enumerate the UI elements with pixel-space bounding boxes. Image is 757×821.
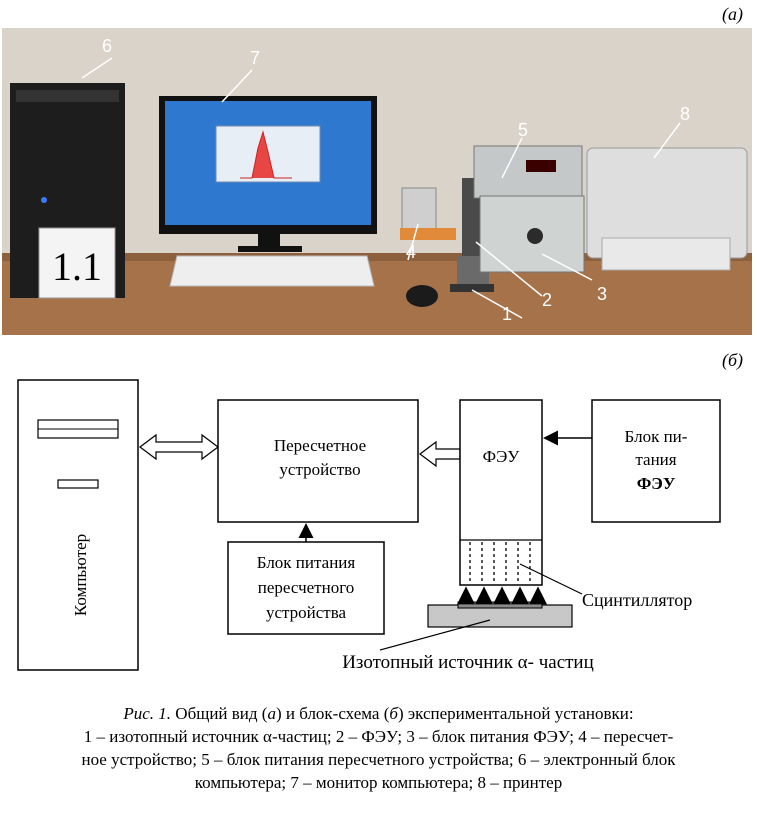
psu-display: [526, 160, 556, 172]
counter-psu-line3: устройства: [266, 603, 347, 622]
caption-text-c: ) экспериментальной установки:: [397, 704, 634, 723]
caption-text-a: Общий вид (: [171, 704, 268, 723]
caption-a: а: [267, 704, 276, 723]
callout-8: 8: [680, 104, 690, 124]
callout-line-3: [541, 253, 593, 281]
counter-psu-box: [227, 541, 385, 635]
sign-card: [38, 227, 116, 299]
hollow-arrow-pmt-counter: [419, 440, 461, 468]
printer-tray: [601, 237, 731, 271]
computer-label: Компьютер: [71, 534, 90, 616]
source-leader: [379, 619, 491, 651]
counter-label-line1: Пересчетное: [274, 436, 366, 455]
callout-7: 7: [250, 48, 260, 68]
computer-slot: [57, 479, 99, 489]
setup-photo: 1.1: [2, 28, 752, 335]
source-sample: [457, 601, 543, 609]
monitor-base: [238, 246, 302, 252]
pmt-tube: [462, 178, 484, 268]
callout-4: 4: [406, 242, 416, 262]
caption-b: б: [389, 704, 398, 723]
source-label: Изотопный источник α- частиц: [342, 652, 594, 673]
callout-1: 1: [502, 304, 512, 324]
drive-bay: [16, 90, 119, 102]
mouse: [406, 285, 438, 307]
pmt-psu-line3: ФЭУ: [637, 474, 676, 493]
block-diagram: Компьютер Пересчетное устройство ФЭУ: [0, 350, 757, 680]
caption-line1: Рис. 1. Общий вид (а) и блок-схема (б) э…: [0, 702, 757, 725]
caption-fig-prefix: Рис. 1.: [123, 704, 172, 723]
histogram: [240, 130, 292, 179]
scintillator-leader: [519, 563, 583, 595]
callout-6: 6: [102, 36, 112, 56]
callout-line-1: [471, 289, 523, 319]
callout-3: 3: [597, 284, 607, 304]
panel-label-a: (а): [722, 4, 743, 24]
scintillator-dashes: [469, 542, 531, 582]
callout-2: 2: [542, 290, 552, 310]
caption-line3: ное устройство; 5 – блок питания пересче…: [81, 750, 676, 769]
counter-box: [217, 399, 419, 523]
callout-5: 5: [518, 120, 528, 140]
counter-psu-line1: Блок питания: [257, 553, 356, 572]
pmt-label: ФЭУ: [483, 447, 521, 466]
callout-line-5: [501, 137, 523, 179]
keyboard: [169, 255, 375, 287]
callout-line-6: [81, 57, 113, 79]
callout-line-4: [407, 223, 419, 261]
source-plate: [450, 284, 494, 292]
psu-knob: [527, 228, 543, 244]
counter-label-line2: устройство: [279, 460, 360, 479]
caption-text-b: ) и блок-схема (: [275, 704, 390, 723]
pmt-box: [459, 399, 543, 586]
block-diagram-svg: Компьютер Пересчетное устройство ФЭУ: [17, 379, 721, 673]
callout-line-8: [653, 122, 681, 159]
pmt-psu-line1: Блок пи-: [625, 427, 688, 446]
callout-line-2: [475, 241, 543, 297]
caption-line4: компьютера; 7 – монитор компьютера; 8 – …: [194, 773, 563, 792]
counter-board: [400, 228, 456, 240]
scintillator-label: Сцинтиллятор: [582, 590, 692, 610]
caption-line2: 1 – изотопный источник α-частиц; 2 – ФЭУ…: [83, 727, 674, 746]
power-led: [41, 197, 47, 203]
desk-edge: [2, 253, 752, 261]
monitor-neck: [258, 234, 280, 248]
alpha-arrows: [457, 586, 547, 605]
pmt-psu-box: [591, 399, 721, 523]
sign-text: 1.1: [52, 244, 102, 289]
setup-photo-svg: 1.1: [2, 28, 752, 335]
callout-line-7: [221, 69, 253, 103]
double-arrow-computer-counter: [139, 433, 219, 461]
callout-lines: [81, 57, 681, 319]
counter-psu-line2: пересчетного: [258, 578, 355, 597]
callout-numbers: 6 7 5 8 4 1 2 3: [102, 36, 690, 324]
figure-caption: Рис. 1. Общий вид (а) и блок-схема (б) э…: [0, 702, 757, 794]
pmt-psu-line2: тания: [635, 450, 676, 469]
panel-label-b: (б): [722, 350, 744, 370]
